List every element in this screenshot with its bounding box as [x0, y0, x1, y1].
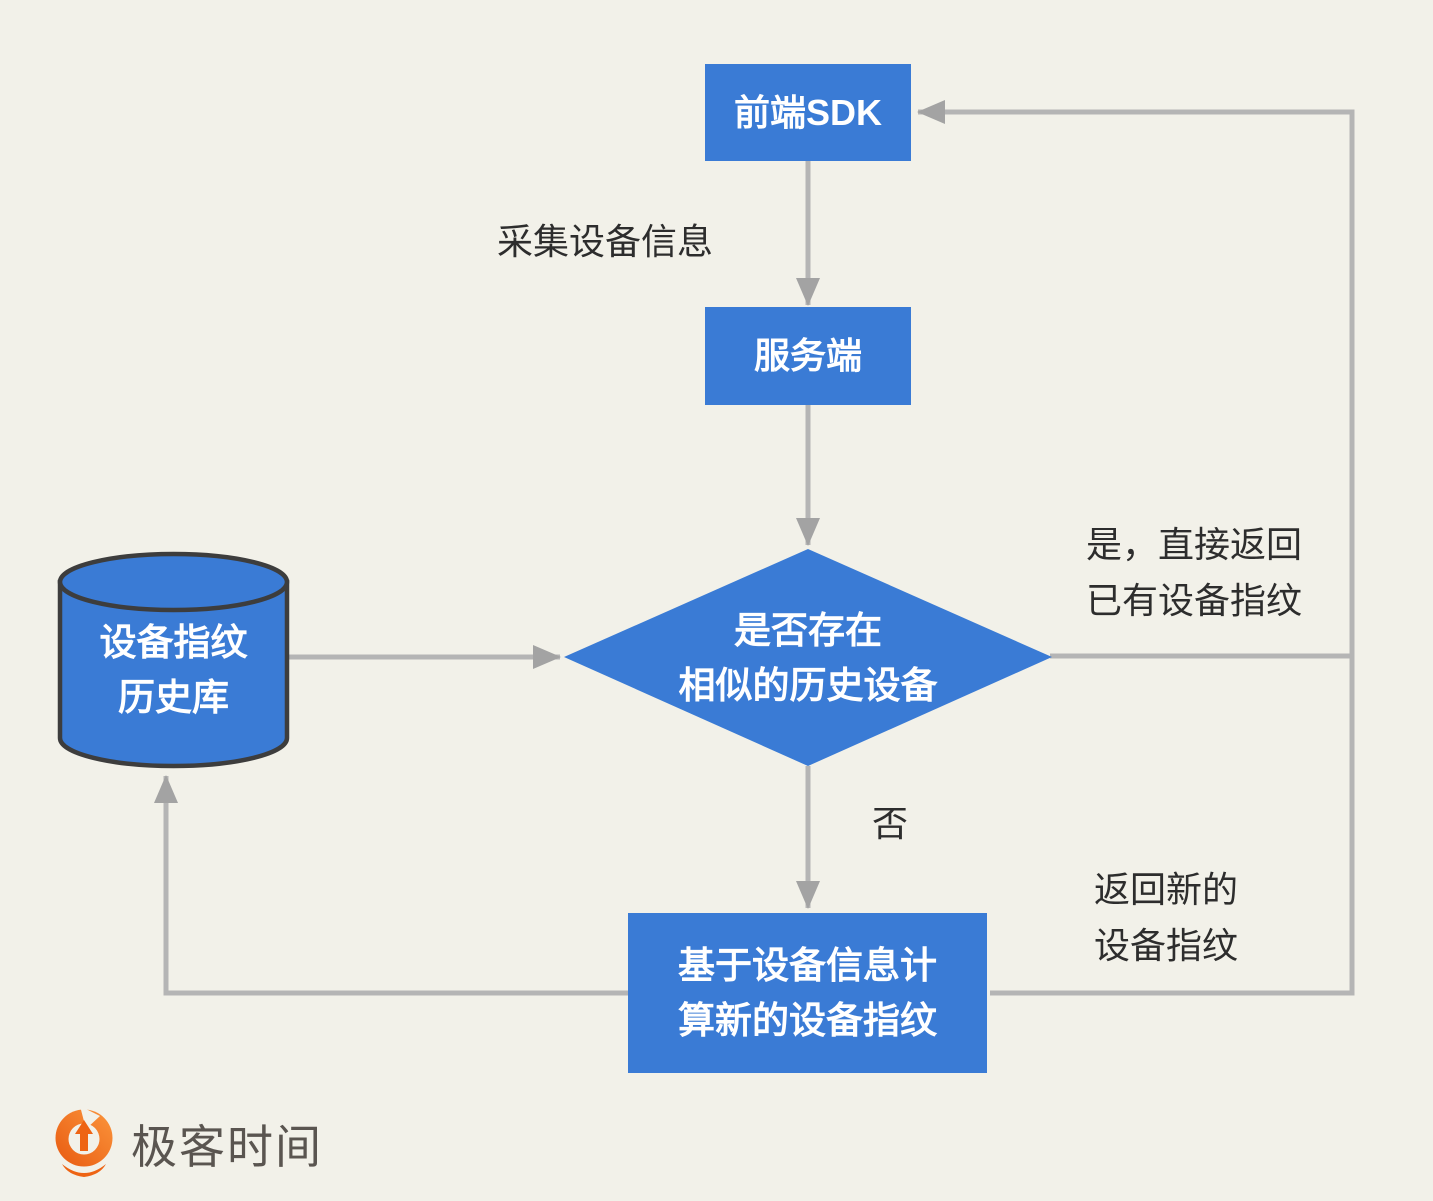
- node-frontend-sdk: 前端SDK: [705, 64, 911, 161]
- geektime-logo-icon: [55, 1108, 113, 1177]
- database-cylinder-body: [57, 579, 290, 769]
- node-server: 服务端: [705, 307, 911, 405]
- node-frontend-sdk-label: 前端SDK: [733, 91, 882, 133]
- node-server-label: 服务端: [753, 335, 862, 376]
- geektime-logo: 极客时间: [52, 1108, 323, 1180]
- edge-label-collect-device-info: 采集设备信息: [497, 221, 714, 262]
- database-cylinder-top: [57, 551, 290, 613]
- geektime-logo-text: 极客时间: [131, 1121, 323, 1173]
- node-compute-fingerprint-label: 基于设备信息计 算新的设备指纹: [678, 944, 937, 1042]
- edge-return-to-frontend: [917, 100, 1355, 996]
- node-compute-fingerprint: 基于设备信息计 算新的设备指纹: [628, 913, 987, 1073]
- edge-label-yes-return-existing: 是，直接返回 已有设备指纹: [1086, 524, 1303, 621]
- edge-compute-to-database: [154, 775, 628, 996]
- edge-label-no: 否: [872, 803, 909, 844]
- edge-label-return-new-fingerprint: 返回新的 设备指纹: [1094, 869, 1239, 966]
- decision-diamond: [564, 549, 1052, 766]
